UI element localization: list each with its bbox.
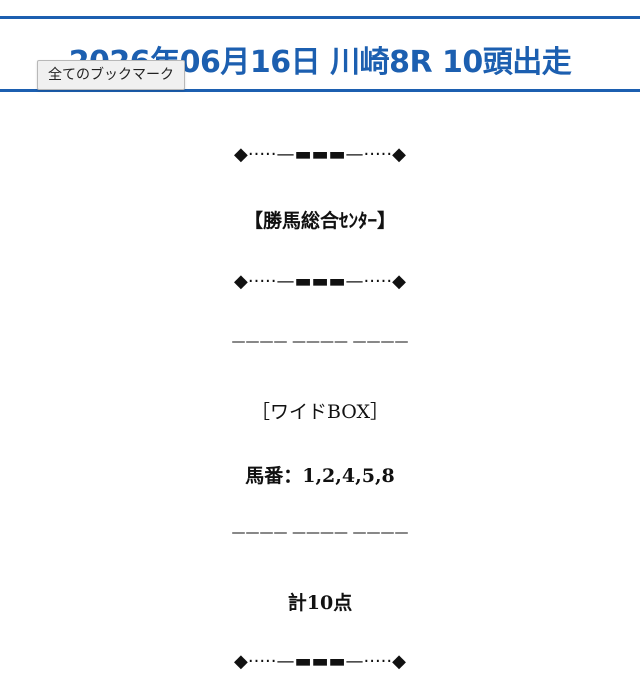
ornament-divider-bottom: ◆·····—▬▬▬—·····◆: [234, 651, 406, 672]
dash-divider-upper: ———— ———— ————: [231, 334, 409, 350]
bet-type-label: ［ワイドBOX］: [250, 401, 390, 423]
header-top-rule: [0, 16, 640, 19]
header-bottom-rule: [0, 89, 640, 92]
section-name: 【勝馬総合ｾﾝﾀｰ】: [243, 210, 396, 232]
total-points: 計10点: [287, 592, 353, 614]
dash-divider-lower: ———— ———— ————: [231, 525, 409, 541]
horse-numbers: 馬番：1,2,4,5,8: [245, 465, 395, 487]
all-bookmarks-tooltip: 全てのブックマーク: [37, 60, 185, 90]
ornament-divider-middle: ◆·····—▬▬▬—·····◆: [234, 271, 406, 292]
ornament-divider-top: ◆·····—▬▬▬—·····◆: [234, 144, 406, 165]
